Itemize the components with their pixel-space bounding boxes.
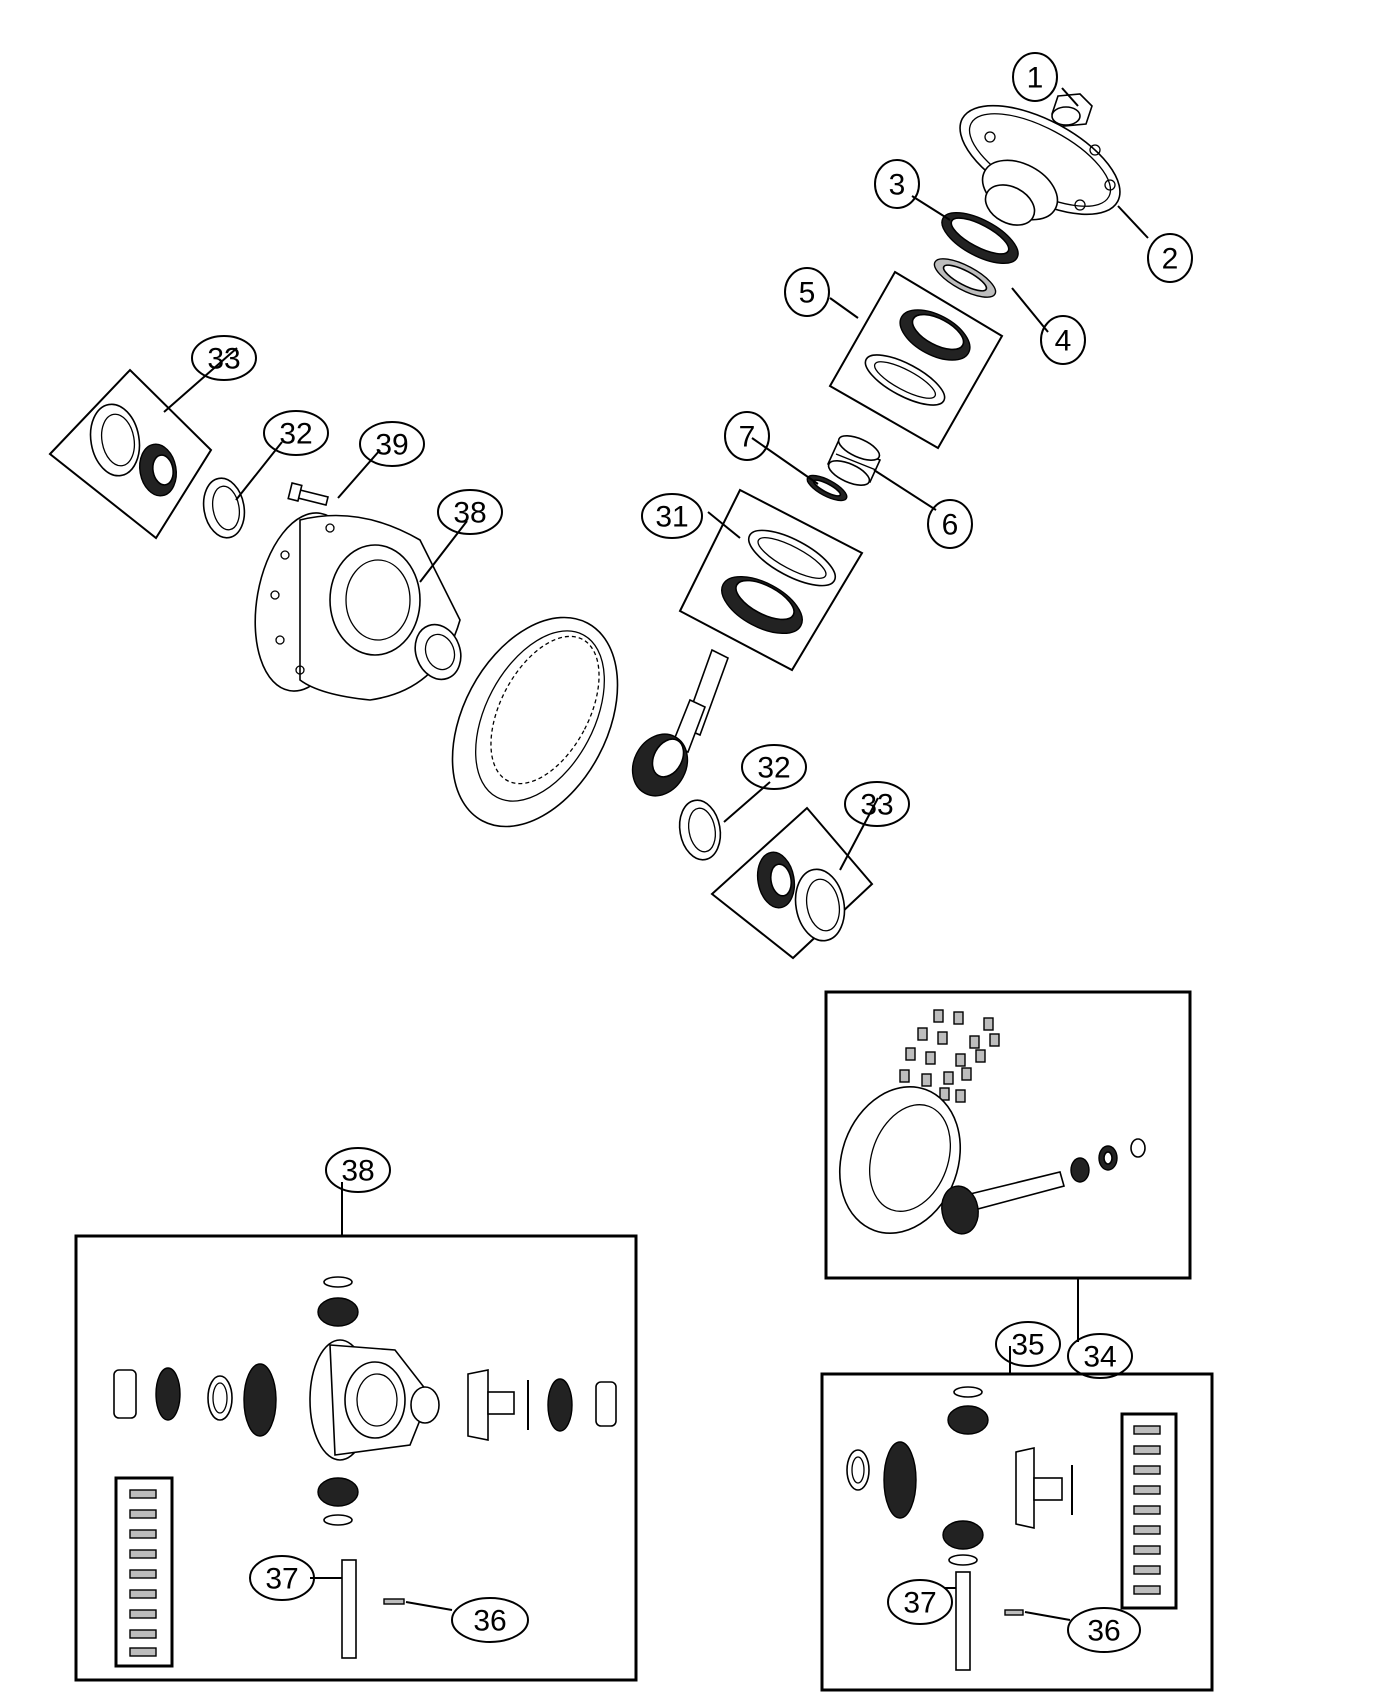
callout-4: 4 xyxy=(1040,315,1086,365)
svg-text:33: 33 xyxy=(207,343,240,376)
rear-pinion-bearing xyxy=(721,529,837,635)
pinion-seal xyxy=(941,211,1019,265)
assembly-lock-pin xyxy=(383,1598,405,1605)
callout-32-left: 32 xyxy=(263,410,329,456)
pinion-gear xyxy=(631,648,729,797)
ring-pinion-kit-pinion xyxy=(941,1138,1146,1235)
svg-text:2: 2 xyxy=(1162,243,1179,276)
svg-text:36: 36 xyxy=(1087,1615,1120,1648)
svg-text:37: 37 xyxy=(265,1563,298,1596)
oil-slinger xyxy=(933,258,997,298)
callout-36-right: 36 xyxy=(1067,1607,1141,1653)
callout-34: 34 xyxy=(1067,1333,1133,1379)
svg-text:7: 7 xyxy=(739,421,756,454)
svg-text:32: 32 xyxy=(757,752,790,785)
svg-text:39: 39 xyxy=(375,429,408,462)
svg-text:6: 6 xyxy=(942,509,959,542)
callout-3: 3 xyxy=(874,159,920,209)
internals-lock-pin xyxy=(1004,1609,1024,1616)
ring-gear-bolt xyxy=(287,482,329,506)
side-bearing-cone-left xyxy=(139,443,177,497)
svg-text:31: 31 xyxy=(655,501,688,534)
callout-7: 7 xyxy=(724,411,770,461)
companion-flange xyxy=(959,104,1121,226)
callout-6: 6 xyxy=(927,499,973,549)
side-bearing-cone-right xyxy=(756,851,796,909)
assembly-bolt-kit xyxy=(114,1476,174,1668)
svg-text:35: 35 xyxy=(1011,1329,1044,1362)
ring-gear xyxy=(451,616,619,828)
internals-gears xyxy=(846,1386,1073,1566)
svg-text:37: 37 xyxy=(903,1587,936,1620)
callout-33-right: 33 xyxy=(844,781,910,827)
callout-37-left: 37 xyxy=(249,1555,315,1601)
assembly-side-parts-right xyxy=(467,1369,617,1441)
svg-text:4: 4 xyxy=(1055,325,1072,358)
callout-38-assembly: 38 xyxy=(325,1147,391,1193)
callout-38-top: 38 xyxy=(437,489,503,535)
collapsible-spacer xyxy=(826,435,882,486)
callout-32-right: 32 xyxy=(741,744,807,790)
differential-assembly-box xyxy=(74,1234,638,1682)
svg-text:5: 5 xyxy=(799,277,816,310)
pinion-nut xyxy=(1051,93,1093,127)
front-pinion-bearing xyxy=(864,309,971,406)
internals-bolt-kit xyxy=(1120,1412,1178,1610)
svg-text:38: 38 xyxy=(453,497,486,530)
callout-1: 1 xyxy=(1012,52,1058,102)
differential-internals-box xyxy=(820,1372,1214,1692)
assembly-side-parts-left xyxy=(113,1363,277,1437)
callout-37-right: 37 xyxy=(887,1579,953,1625)
svg-text:33: 33 xyxy=(860,789,893,822)
side-bearing-cup-right xyxy=(794,868,846,942)
svg-text:38: 38 xyxy=(341,1155,374,1188)
callout-33-left: 33 xyxy=(191,335,257,381)
side-bearing-kit-box-left xyxy=(48,368,213,540)
callout-2: 2 xyxy=(1147,233,1193,283)
callout-31: 31 xyxy=(641,493,703,539)
internals-pinion-shaft xyxy=(955,1571,971,1671)
differential-case xyxy=(254,512,462,701)
assembly-differential-case xyxy=(309,1339,440,1461)
leader-lines xyxy=(163,87,1149,1621)
ring-pinion-kit-bolts xyxy=(899,1009,1000,1103)
svg-text:32: 32 xyxy=(279,418,312,451)
side-shim-left xyxy=(202,477,246,539)
front-bearing-kit-box xyxy=(828,270,1004,450)
ring-pinion-kit-ring-gear xyxy=(838,1085,962,1235)
callout-5: 5 xyxy=(784,267,830,317)
side-bearing-cup-left xyxy=(89,403,141,477)
side-shim-right xyxy=(678,799,722,861)
callout-39: 39 xyxy=(359,421,425,467)
ring-pinion-kit-box xyxy=(824,990,1192,1280)
assembly-pinion-shaft xyxy=(341,1559,357,1659)
svg-text:36: 36 xyxy=(473,1605,506,1638)
svg-text:3: 3 xyxy=(889,169,906,202)
rear-bearing-kit-box xyxy=(678,488,864,672)
callout-36-left: 36 xyxy=(451,1597,529,1643)
assembly-pinion-gears xyxy=(317,1276,359,1526)
callout-35: 35 xyxy=(995,1321,1061,1367)
side-bearing-kit-box-right xyxy=(710,806,874,960)
svg-text:34: 34 xyxy=(1083,1341,1116,1374)
svg-text:1: 1 xyxy=(1027,62,1044,95)
